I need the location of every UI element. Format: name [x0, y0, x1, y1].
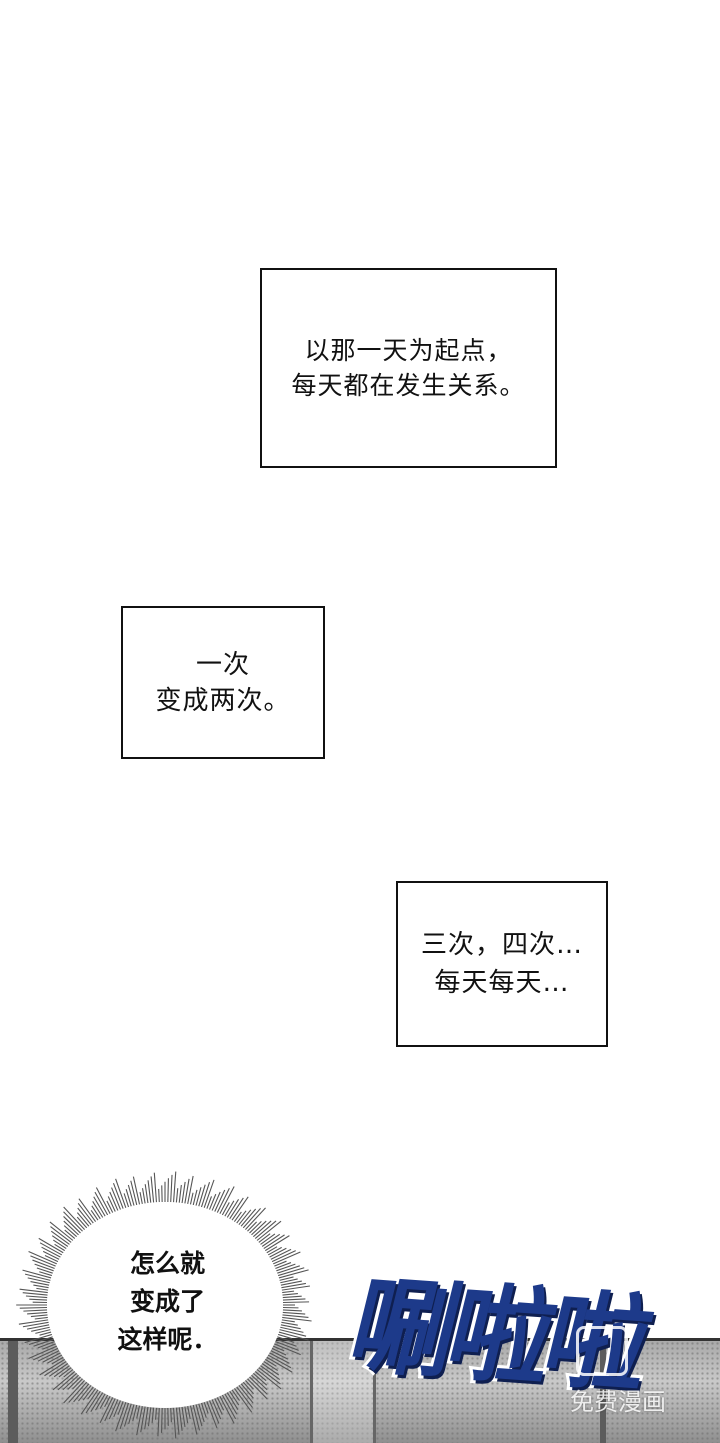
caption-line: 以那一天为起点， [304, 333, 512, 368]
speech-bubble-text: 怎么就 变成了 这样呢． [80, 1245, 255, 1359]
watermark-logo-icon [576, 1326, 628, 1376]
caption-box-3: 三次，四次… 每天每天… [396, 881, 608, 1047]
caption-line: 三次，四次… [421, 926, 583, 964]
caption-line: 变成两次。 [155, 683, 290, 719]
bubble-line: 这样呢． [80, 1321, 255, 1359]
bubble-line: 怎么就 [80, 1245, 255, 1283]
watermark: 免费漫画 [566, 1322, 716, 1432]
caption-box-2: 一次 变成两次。 [121, 606, 325, 759]
watermark-text: 免费漫画 [570, 1382, 666, 1417]
caption-line: 一次 [196, 647, 250, 683]
bubble-line: 变成了 [80, 1283, 255, 1321]
caption-box-1: 以那一天为起点， 每天都在发生关系。 [260, 268, 557, 468]
caption-line: 每天都在发生关系。 [291, 368, 525, 403]
caption-line: 每天每天… [434, 964, 569, 1002]
